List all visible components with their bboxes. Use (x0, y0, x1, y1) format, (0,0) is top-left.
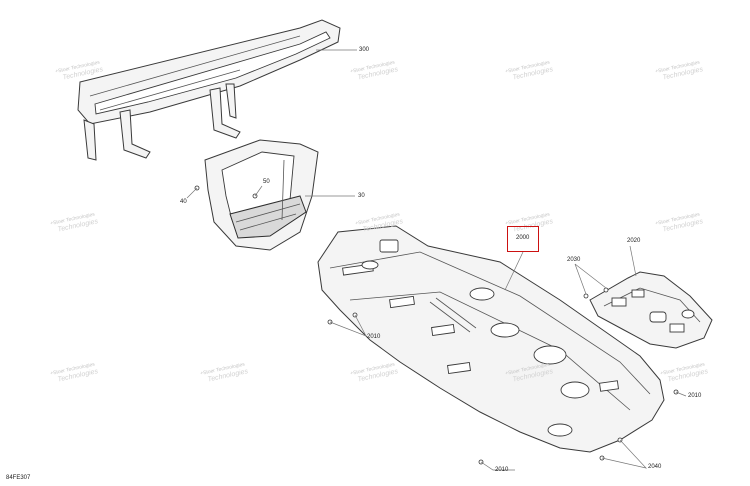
callout-2010-right[interactable]: 2010 (688, 393, 702, 399)
callout-2000[interactable]: 2000 (516, 235, 530, 241)
callout-2030[interactable]: 2030 (567, 257, 581, 263)
callout-2010-left[interactable]: 2010 (367, 334, 381, 340)
leader-lines (186, 49, 687, 471)
secondary-skid-plate (589, 271, 713, 349)
callout-2040[interactable]: 2040 (648, 464, 662, 470)
callout-40[interactable]: 40 (180, 199, 187, 205)
main-skid-plate (317, 225, 665, 453)
callout-2010-bottom[interactable]: 2010 (495, 467, 509, 473)
callout-50[interactable]: 50 (263, 179, 270, 185)
figure-code: 84FE307 (6, 475, 31, 481)
highlight-box (507, 226, 539, 252)
storage-bin (204, 139, 319, 251)
callout-2020[interactable]: 2020 (627, 238, 641, 244)
rear-rack (77, 19, 341, 161)
callout-300[interactable]: 300 (359, 47, 370, 53)
callout-30[interactable]: 30 (358, 193, 365, 199)
